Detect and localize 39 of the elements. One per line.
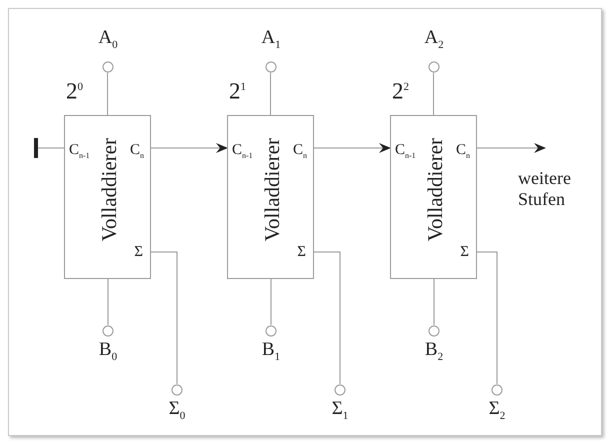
block-label: Volladdierer [261, 138, 283, 242]
connection-line [314, 252, 340, 384]
signal-label: Σ$_{0}$ [168, 399, 186, 424]
block-label: Volladdierer [424, 138, 446, 242]
bit-weight-label: 2$^{0}$ [66, 78, 83, 104]
bit-weight-label: 2$^{1}$ [229, 78, 246, 104]
signal-label: Σ$_{2}$ [488, 399, 506, 424]
signal-label: B$_{2}$ [424, 340, 444, 365]
full-adder-block [227, 115, 314, 279]
bit-weight-label: 2$^{2}$ [392, 78, 409, 104]
port-label: C$_{n}$ [292, 142, 307, 162]
signal-label: A$_{0}$ [98, 28, 118, 53]
port-label: Σ [460, 244, 469, 260]
connection-line [476, 252, 498, 384]
port-label: Σ [134, 244, 143, 260]
connection-line [433, 72, 434, 116]
signal-label: A$_{2}$ [424, 28, 444, 53]
block-label: Volladdierer [98, 138, 120, 242]
connection-line [107, 72, 108, 116]
connection-line [270, 72, 271, 116]
signal-label: B$_{1}$ [262, 340, 280, 365]
arrow [476, 143, 546, 153]
port-label: C$_{n-1}$ [395, 142, 416, 162]
full-adder-block [390, 115, 477, 279]
port-label: C$_{n}$ [130, 142, 144, 162]
signal-label: A$_{1}$ [261, 28, 281, 53]
port-label: C$_{n}$ [456, 142, 470, 162]
signal-label: B$_{0}$ [98, 340, 118, 365]
note-text: weitere Stufen [518, 168, 572, 210]
port-label: C$_{n-1}$ [232, 142, 253, 162]
arrow [150, 143, 228, 153]
connection-line [150, 252, 178, 384]
port-label: Σ [297, 244, 306, 260]
connection-line [34, 138, 64, 158]
connection-line [270, 278, 272, 326]
arrow [314, 143, 391, 153]
port-label: C$_{n-1}$ [69, 142, 90, 162]
full-adder-block [64, 115, 151, 279]
signal-label: Σ$_{1}$ [332, 399, 348, 424]
